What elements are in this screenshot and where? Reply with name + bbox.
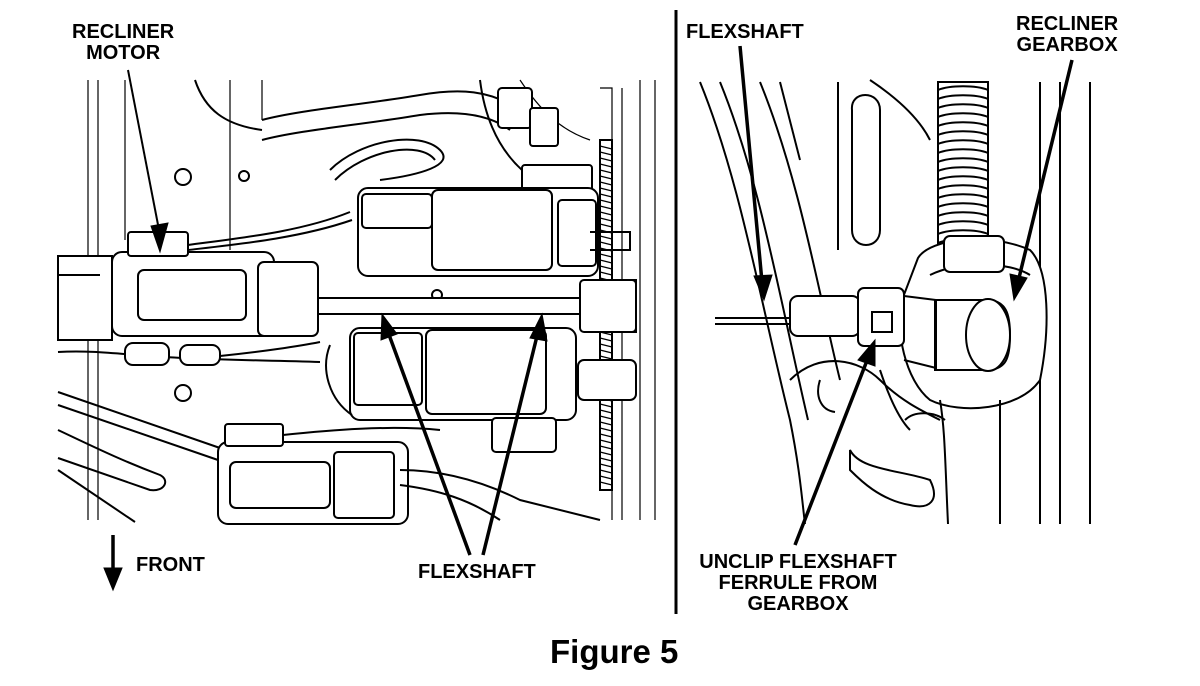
conduit-rib (937, 184, 989, 190)
thread-line (599, 175, 613, 180)
thread-line (599, 193, 613, 198)
thread-line (599, 475, 613, 480)
conduit-rib (937, 139, 989, 145)
conduit-rib (937, 211, 989, 217)
thread-line (599, 451, 613, 456)
thread-line (599, 187, 613, 192)
thread-line (599, 481, 613, 486)
thread-line (599, 235, 613, 240)
thread-line (599, 337, 613, 342)
thread-line (599, 403, 613, 408)
conduit-rib (937, 166, 989, 172)
conduit-rib (937, 85, 989, 91)
thread-line (599, 259, 613, 264)
conduit-rib (937, 103, 989, 109)
thread-line (599, 253, 613, 258)
thread-line (599, 223, 613, 228)
left-panel-drawing (57, 79, 656, 525)
thread-line (599, 157, 613, 162)
thread-line (599, 181, 613, 186)
thread-line (599, 343, 613, 348)
unclip-ferrule-note: UNCLIP FLEXSHAFT FERRULE FROM GEARBOX (688, 552, 908, 615)
recliner-gearbox-label-text: RECLINER GEARBOX (1016, 13, 1119, 56)
recliner-motor-label: RECLINER MOTOR (72, 22, 174, 64)
conduit-rib (937, 175, 989, 181)
thread-line (599, 409, 613, 414)
conduit-rib (937, 229, 989, 235)
conduit-rib (937, 130, 989, 136)
conduit-rib (937, 121, 989, 127)
thread-line (599, 463, 613, 468)
flexshaft-right-label: FLEXSHAFT (686, 21, 804, 43)
right-panel-drawing (699, 79, 1091, 525)
thread-line (599, 439, 613, 444)
figure-caption: Figure 5 (550, 633, 679, 670)
thread-line (599, 145, 613, 150)
thread-line (599, 205, 613, 210)
thread-line (599, 271, 613, 276)
conduit-rib (937, 202, 989, 208)
front-label: FRONT (136, 554, 205, 576)
conduit-rib (937, 112, 989, 118)
conduit-rib (937, 94, 989, 100)
conduit-rib (937, 193, 989, 199)
leader-arrows (103, 45, 1074, 592)
recliner-gearbox-label: RECLINER GEARBOX (1016, 14, 1118, 56)
thread-line (599, 217, 613, 222)
thread-line (599, 469, 613, 474)
thread-line (599, 265, 613, 270)
thread-line (599, 415, 613, 420)
thread-line (599, 433, 613, 438)
conduit-ribs (937, 85, 989, 253)
recliner-motor-label-line1: RECLINER MOTOR (72, 21, 175, 64)
thread-line (599, 445, 613, 450)
thread-line (599, 169, 613, 174)
thread-line (599, 421, 613, 426)
thread-line (599, 457, 613, 462)
conduit-rib (937, 220, 989, 226)
conduit-rib (937, 157, 989, 163)
flexshaft-left-label: FLEXSHAFT (418, 561, 536, 583)
thread-line (599, 211, 613, 216)
thread-line (599, 163, 613, 168)
conduit-rib (937, 148, 989, 154)
thread-line (599, 199, 613, 204)
thread-line (599, 355, 613, 360)
thread-line (599, 349, 613, 354)
thread-line (599, 151, 613, 156)
thread-line (599, 241, 613, 246)
unclip-ferrule-note-text: UNCLIP FLEXSHAFT FERRULE FROM GEARBOX (699, 551, 897, 615)
thread-line (599, 427, 613, 432)
